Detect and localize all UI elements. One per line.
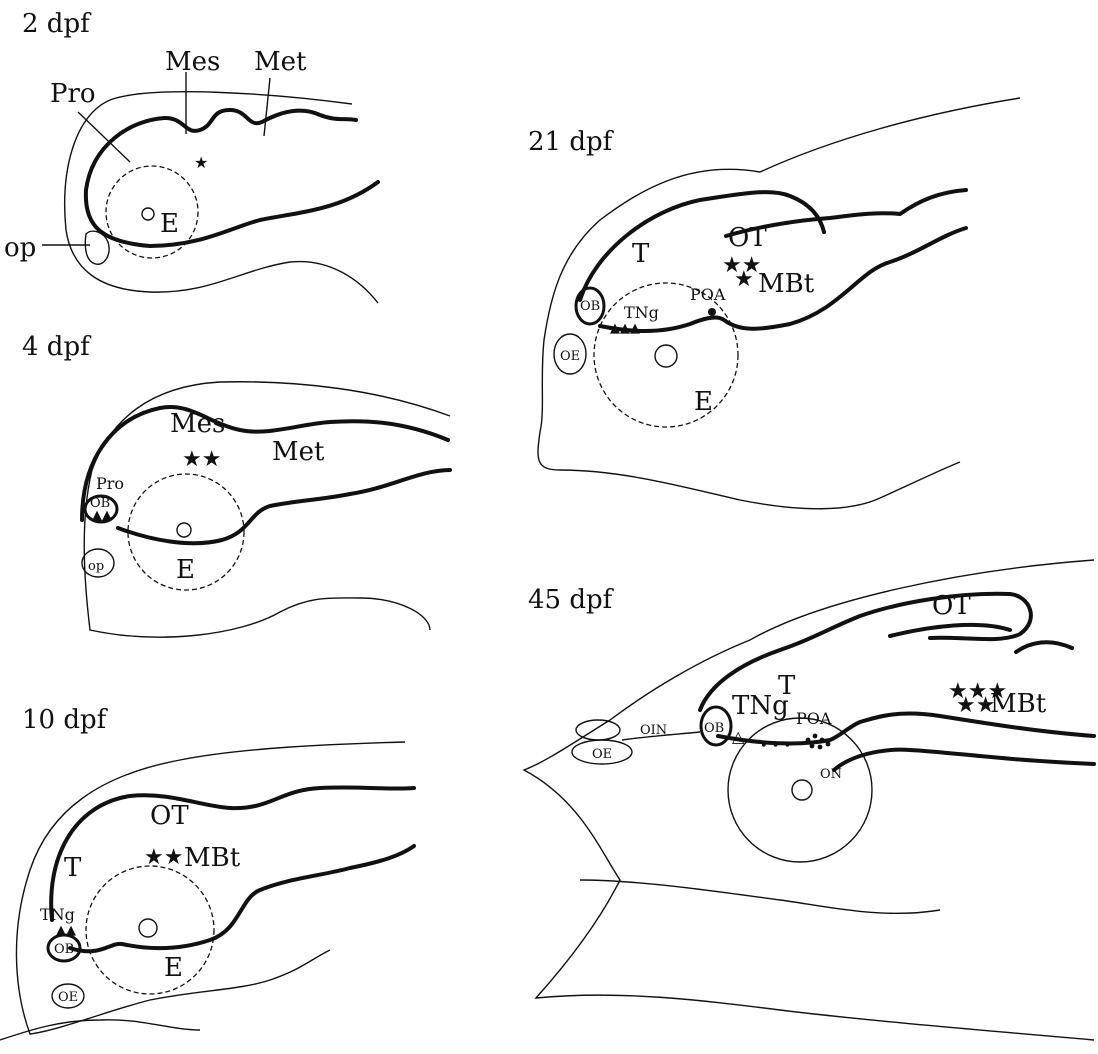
stage-label-2dpf: 2 dpf [22,9,92,39]
poa-dot-21dpf [708,308,716,316]
stage-label-45dpf: 45 dpf [528,585,615,615]
label-ob-10dpf: OB [54,942,74,957]
label-ob-21dpf: OB [580,299,600,314]
met-leader-2dpf [264,78,270,136]
label-tng-45dpf: TNg [732,691,789,721]
brain-ot-45dpf [890,625,1010,636]
star-marker-bottom-21dpf: ★ [734,267,754,292]
body-outline-10dpf [0,1020,200,1040]
star-marker-4dpf: ★★ [182,447,221,472]
label-eye-2dpf: E [160,209,179,239]
label-eye-4dpf: E [176,555,195,585]
panel-10dpf: 10 dpf OT MBt T TNg OB OE E ★★ ▲▲ [0,705,414,1040]
label-poa-45dpf: POA [796,709,832,728]
label-oe-21dpf: OE [560,349,580,364]
label-oe-10dpf: OE [58,990,78,1005]
label-oin-45dpf: OIN [640,723,667,738]
olfactory-rosette-45dpf [576,720,620,740]
label-pro-2dpf: Pro [50,79,96,109]
label-ot-10dpf: OT [150,801,189,831]
brain-ventral-4dpf [118,470,450,543]
brain-dorsal-4dpf [82,407,448,520]
head-outline-45dpf [524,560,1094,1040]
panel-2dpf: 2 dpf Pro Mes Met E op ★ [4,9,378,303]
brain-bulges-2dpf [165,110,356,131]
triangle-marker-4dpf: ▲▲ [92,508,112,523]
star-marker-2dpf: ★ [194,153,208,172]
label-tng-10dpf: TNg [40,905,75,924]
label-mbt-21dpf: MBt [758,269,815,299]
brain-dorsal-2dpf [86,118,378,246]
eye-21dpf [594,283,738,427]
brain-ventral-lower-45dpf [834,750,1094,770]
triangle-marker-21dpf: ▲▲▲ [610,321,640,336]
label-oe-45dpf: OE [592,747,612,762]
label-pro-4dpf: Pro [96,474,124,493]
lens-4dpf [177,523,191,537]
label-op-4dpf: op [88,559,104,574]
stage-label-21dpf: 21 dpf [528,127,615,157]
label-ob-45dpf: OB [704,721,724,736]
label-t-21dpf: T [632,239,650,269]
label-op-2dpf: op [4,233,36,263]
lens-2dpf [142,208,154,220]
lens-21dpf [655,345,677,367]
panel-4dpf: 4 dpf Mes Met Pro OB op E ★★ ▲▲ [22,332,450,637]
label-t-10dpf: T [64,853,82,883]
lens-45dpf [792,780,812,800]
head-outline-21dpf [538,98,1020,509]
triangle-marker-10dpf: ▲▲ [56,923,76,938]
label-mbt-10dpf: MBt [184,843,241,873]
label-on-45dpf: ON [820,767,842,782]
eye-10dpf [86,866,214,994]
label-mes-4dpf: Mes [170,409,225,439]
lower-jaw-45dpf [580,880,940,913]
label-eye-21dpf: E [694,387,713,417]
label-mes-2dpf: Mes [165,47,220,77]
panel-21dpf: 21 dpf OT T MBt OB TNg POA OE E ★★ ★ ▲▲▲ [528,98,1020,509]
stage-label-10dpf: 10 dpf [22,705,109,735]
head-outline-4dpf [84,382,450,637]
star-marker-bottom-45dpf: ★★ [956,693,995,718]
label-ot-21dpf: OT [728,223,767,253]
label-tng-21dpf: TNg [624,303,659,322]
stage-label-4dpf: 4 dpf [22,332,92,362]
brain-upper-right-45dpf [1016,642,1072,652]
label-met-2dpf: Met [254,47,307,77]
label-eye-10dpf: E [164,953,183,983]
label-met-4dpf: Met [272,437,325,467]
label-poa-21dpf: POA [690,285,726,304]
triangle-marker-45dpf: △ [732,727,745,746]
label-ot-45dpf: OT [932,591,971,621]
brain-ventral-10dpf [70,846,414,951]
head-outline-2dpf [65,92,378,303]
panel-45dpf: 45 dpf OT T MBt TNg POA OB OIN OE ON ★★★… [524,560,1094,1040]
dot-markers-45dpf: • • • [760,739,791,754]
pro-leader-2dpf [78,112,130,162]
lens-10dpf [139,919,157,937]
star-marker-10dpf: ★★ [144,845,183,870]
